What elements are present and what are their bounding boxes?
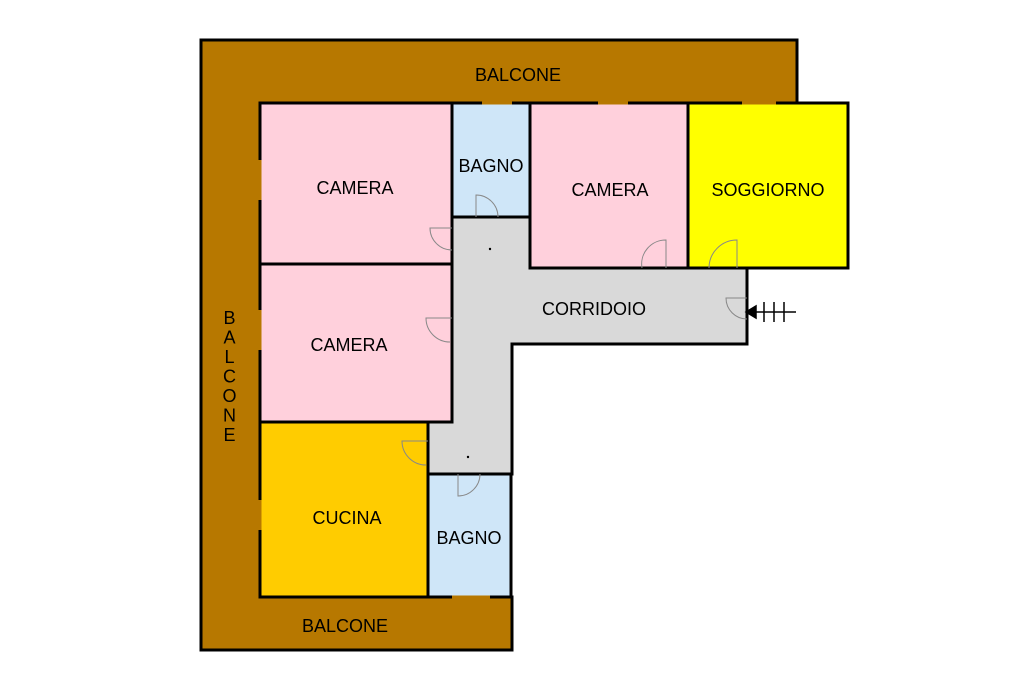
label-balcone-top: BALCONE xyxy=(475,65,561,85)
label-camera-1: CAMERA xyxy=(316,178,393,198)
door-soggiorno xyxy=(708,239,738,269)
door-swings xyxy=(401,194,748,497)
label-cucina: CUCINA xyxy=(312,508,381,528)
room-camera-3 xyxy=(258,262,454,424)
entrance-arrow-icon xyxy=(744,302,796,322)
door-bagno-bottom xyxy=(457,473,481,497)
room-bagno-bottom xyxy=(426,472,513,599)
room-soggiorno xyxy=(686,101,850,270)
label-bagno-top: BAGNO xyxy=(458,156,523,176)
room-camera-1 xyxy=(258,101,454,266)
door-bagno-top xyxy=(475,194,499,218)
door-entrance xyxy=(725,297,748,320)
label-balcone-bottom: BALCONE xyxy=(302,616,388,636)
door-cucina xyxy=(401,440,428,466)
label-corridoio: CORRIDOIO xyxy=(542,299,646,319)
label-camera-2: CAMERA xyxy=(571,180,648,200)
label-bagno-bottom: BAGNO xyxy=(436,528,501,548)
label-soggiorno: SOGGIORNO xyxy=(711,180,824,200)
room-bagno-top xyxy=(450,101,532,219)
door-camera-1 xyxy=(429,227,453,251)
door-camera-3 xyxy=(425,317,452,343)
label-camera-3: CAMERA xyxy=(310,335,387,355)
door-camera-2 xyxy=(641,239,667,269)
windows xyxy=(258,101,776,599)
